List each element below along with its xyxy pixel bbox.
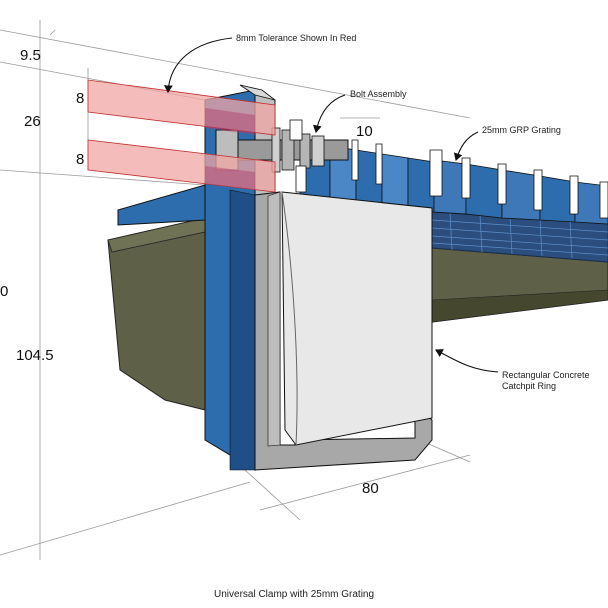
caption: Universal Clamp with 25mm Grating (214, 589, 374, 600)
clip-plate (281, 191, 433, 446)
dim-top: 9.5 (20, 47, 41, 64)
bolt-assembly-label: Bolt Assembly (350, 89, 407, 99)
dim-partial: 0 (0, 283, 8, 300)
tolerance-bands (87, 79, 276, 193)
steel-channel (254, 191, 433, 471)
tolerance-label: 8mm Tolerance Shown In Red (236, 33, 356, 43)
ring-label-line1: Rectangular Concrete (502, 370, 590, 380)
dim-upper-band: 8 (76, 90, 84, 107)
dim-lower-band: 8 (76, 151, 84, 168)
concrete-ring (107, 217, 608, 411)
bolt-assembly (215, 119, 349, 193)
dim-gap: 10 (356, 123, 373, 140)
leader-arrows (164, 37, 499, 373)
grating-label: 25mm GRP Grating (482, 125, 561, 135)
dim-left-height: 26 (24, 113, 41, 130)
ring-label-line2: Catchpit Ring (502, 381, 556, 391)
dim-total-height: 104.5 (16, 347, 54, 364)
dim-width: 80 (362, 480, 379, 497)
